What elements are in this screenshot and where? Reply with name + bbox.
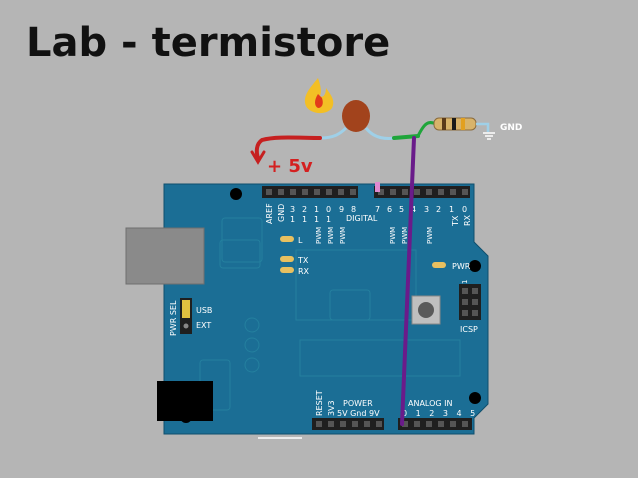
svg-text:3: 3 — [290, 205, 295, 214]
icsp-label: ICSP — [460, 325, 478, 334]
thermistor — [342, 100, 370, 132]
gnd-pin-label: GND — [277, 204, 286, 222]
supply-wire — [254, 135, 322, 160]
led-tx-label: TX — [297, 256, 309, 265]
svg-text:1: 1 — [449, 205, 454, 214]
ground-label: GND — [500, 123, 522, 133]
icsp-pins — [462, 288, 478, 316]
power-header-pins — [316, 421, 382, 427]
tx-pin-label: TX — [451, 215, 460, 227]
aref-label: AREF — [265, 203, 274, 224]
svg-text:PWM: PWM — [339, 227, 347, 244]
led-rx-label: RX — [298, 267, 310, 276]
mounting-hole — [469, 260, 481, 272]
digital-label: DIGITAL — [346, 214, 378, 223]
thermistor-lead-left — [319, 126, 348, 140]
led-pwr — [432, 262, 446, 268]
led-tx — [280, 256, 294, 262]
svg-text:5: 5 — [399, 205, 404, 214]
v33-label: 3V3 — [327, 400, 336, 416]
analog-pins-label: 0 1 2 3 4 5 — [402, 409, 478, 418]
digital-header-right — [374, 186, 470, 198]
svg-text:6: 6 — [387, 205, 392, 214]
svg-text:1: 1 — [290, 215, 295, 224]
analog-header — [398, 418, 472, 430]
svg-text:3: 3 — [424, 205, 429, 214]
rx-pin-label: RX — [463, 214, 472, 226]
usb-port — [125, 227, 205, 285]
led-l-label: L — [298, 236, 303, 245]
svg-text:9: 9 — [339, 205, 344, 214]
resistor-bands — [442, 118, 465, 130]
analog-label: ANALOG IN — [408, 399, 453, 408]
pwr-sel-pin — [183, 323, 189, 329]
digital-header-pins — [266, 189, 468, 195]
thermistor-lead-right — [364, 127, 397, 140]
svg-text:PWM: PWM — [315, 227, 323, 244]
pwr-sel-cap — [182, 300, 190, 318]
power-label: POWER — [343, 399, 373, 408]
fire-inner-icon — [315, 94, 323, 108]
ground-icon — [483, 132, 495, 140]
svg-text:PWM: PWM — [426, 227, 434, 244]
svg-text:8: 8 — [351, 205, 356, 214]
svg-text:7: 7 — [375, 205, 380, 214]
led-l — [280, 236, 294, 242]
power-header — [312, 418, 384, 430]
resistor-lead-right — [476, 122, 490, 132]
svg-text:0: 0 — [462, 205, 467, 214]
svg-text:4: 4 — [411, 205, 416, 214]
ext-label: EXT — [196, 321, 211, 330]
digital-header-left — [262, 186, 358, 198]
svg-text:1: 1 — [326, 215, 331, 224]
svg-text:2: 2 — [436, 205, 441, 214]
supply-arrow-icon — [250, 150, 266, 165]
svg-text:PWM: PWM — [401, 227, 409, 244]
svg-text:2: 2 — [302, 205, 307, 214]
power-pins-label: 5V Gnd 9V — [337, 409, 380, 418]
analog-header-pins — [402, 421, 468, 427]
reset-button-cap — [418, 302, 434, 318]
svg-text:1: 1 — [314, 215, 319, 224]
mounting-hole — [230, 188, 242, 200]
svg-text:PWM: PWM — [389, 227, 397, 244]
mounting-hole — [469, 392, 481, 404]
svg-text:PWM: PWM — [327, 227, 335, 244]
pwr-led-label: PWR — [452, 262, 471, 271]
analog-wire — [400, 136, 416, 426]
icsp-pin1-label: 1 — [461, 280, 469, 284]
supply-label: + 5v — [267, 156, 313, 177]
pwr-sel-label: PWR SEL — [169, 300, 178, 336]
usb-label: USB — [196, 306, 212, 315]
reset-label: RESET — [315, 390, 324, 416]
svg-text:0: 0 — [326, 205, 331, 214]
svg-text:1: 1 — [314, 205, 319, 214]
pin-marker — [375, 182, 380, 192]
resistor-lead-left — [416, 121, 437, 137]
led-rx — [280, 267, 294, 273]
svg-text:1: 1 — [302, 215, 307, 224]
pwm-labels: PWM PWM PWM PWM PWM PWM — [315, 227, 434, 244]
power-jack — [157, 381, 213, 421]
slide-title: Lab - termistore — [26, 20, 391, 66]
arduino-board — [163, 183, 489, 435]
